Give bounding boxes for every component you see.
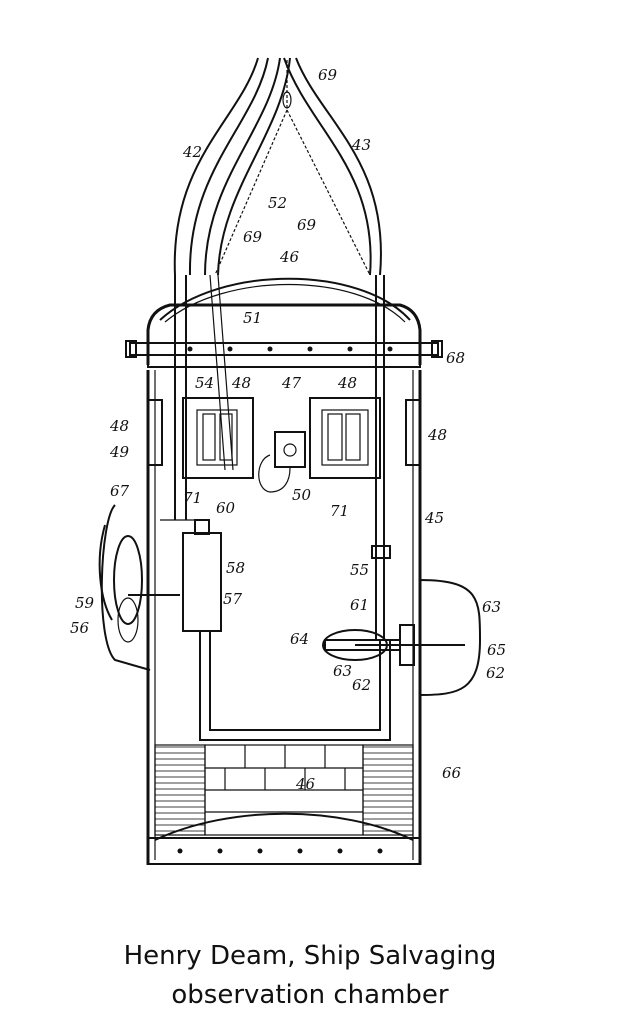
reference-labels: 69 42 43 52 69 69 46 51 68 54 48 47 48 4… xyxy=(70,66,506,793)
hose-42 xyxy=(173,57,269,276)
label-45: 45 xyxy=(424,509,444,527)
label-67: 67 xyxy=(110,482,130,500)
label-57: 57 xyxy=(223,590,243,608)
label-65: 65 xyxy=(487,641,506,659)
label-52: 52 xyxy=(268,194,287,212)
label-42: 42 xyxy=(182,143,202,161)
label-60: 60 xyxy=(216,499,236,517)
fan-59 xyxy=(98,504,180,671)
caption-subtitle: observation chamber xyxy=(171,980,449,1010)
label-62: 62 xyxy=(486,664,505,682)
label-64: 64 xyxy=(290,630,309,648)
label-63: 63 xyxy=(333,662,352,680)
flange-68 xyxy=(125,340,443,368)
label-59: 59 xyxy=(75,594,95,612)
label-69: 69 xyxy=(297,216,317,234)
caption-title: Henry Deam, Ship Salvaging xyxy=(123,941,497,971)
label-46: 46 xyxy=(279,248,300,266)
float-assembly xyxy=(322,579,482,696)
label-48: 48 xyxy=(427,426,447,444)
label-51: 51 xyxy=(243,309,262,327)
label-46: 46 xyxy=(295,775,316,793)
label-71: 71 xyxy=(330,502,349,520)
label-55: 55 xyxy=(350,561,369,579)
label-69: 69 xyxy=(243,228,263,246)
label-56: 56 xyxy=(70,619,90,637)
label-43: 43 xyxy=(351,136,371,154)
label-68: 68 xyxy=(446,349,465,367)
label-62: 62 xyxy=(352,676,371,694)
label-63: 63 xyxy=(482,598,501,616)
label-49: 49 xyxy=(109,443,130,461)
top-dome xyxy=(159,277,411,321)
telephone-box xyxy=(258,431,306,493)
pipe-55 xyxy=(371,275,391,640)
label-54: 54 xyxy=(195,374,214,392)
hose-57 xyxy=(199,630,391,741)
patent-drawing: 69 42 43 52 69 69 46 51 68 54 48 47 48 4… xyxy=(70,57,506,865)
bottom-dome xyxy=(154,812,414,841)
hose-52 xyxy=(204,57,291,276)
label-69: 69 xyxy=(318,66,338,84)
label-58: 58 xyxy=(226,559,245,577)
label-61: 61 xyxy=(350,596,369,614)
side-window-left xyxy=(147,399,163,466)
hose-43 xyxy=(283,57,382,276)
side-window-right xyxy=(405,399,421,466)
window-right xyxy=(309,397,381,479)
label-71: 71 xyxy=(183,489,202,507)
label-48: 48 xyxy=(337,374,357,392)
ballast-66 xyxy=(154,744,414,836)
label-50: 50 xyxy=(292,486,312,504)
cable-69 xyxy=(214,60,371,276)
tank-58 xyxy=(160,519,222,632)
label-47: 47 xyxy=(281,374,302,392)
bottom-ring xyxy=(147,837,421,865)
label-66: 66 xyxy=(442,764,462,782)
label-48: 48 xyxy=(109,417,129,435)
window-left xyxy=(182,397,254,479)
label-48: 48 xyxy=(231,374,251,392)
pipe-51 xyxy=(174,274,234,520)
